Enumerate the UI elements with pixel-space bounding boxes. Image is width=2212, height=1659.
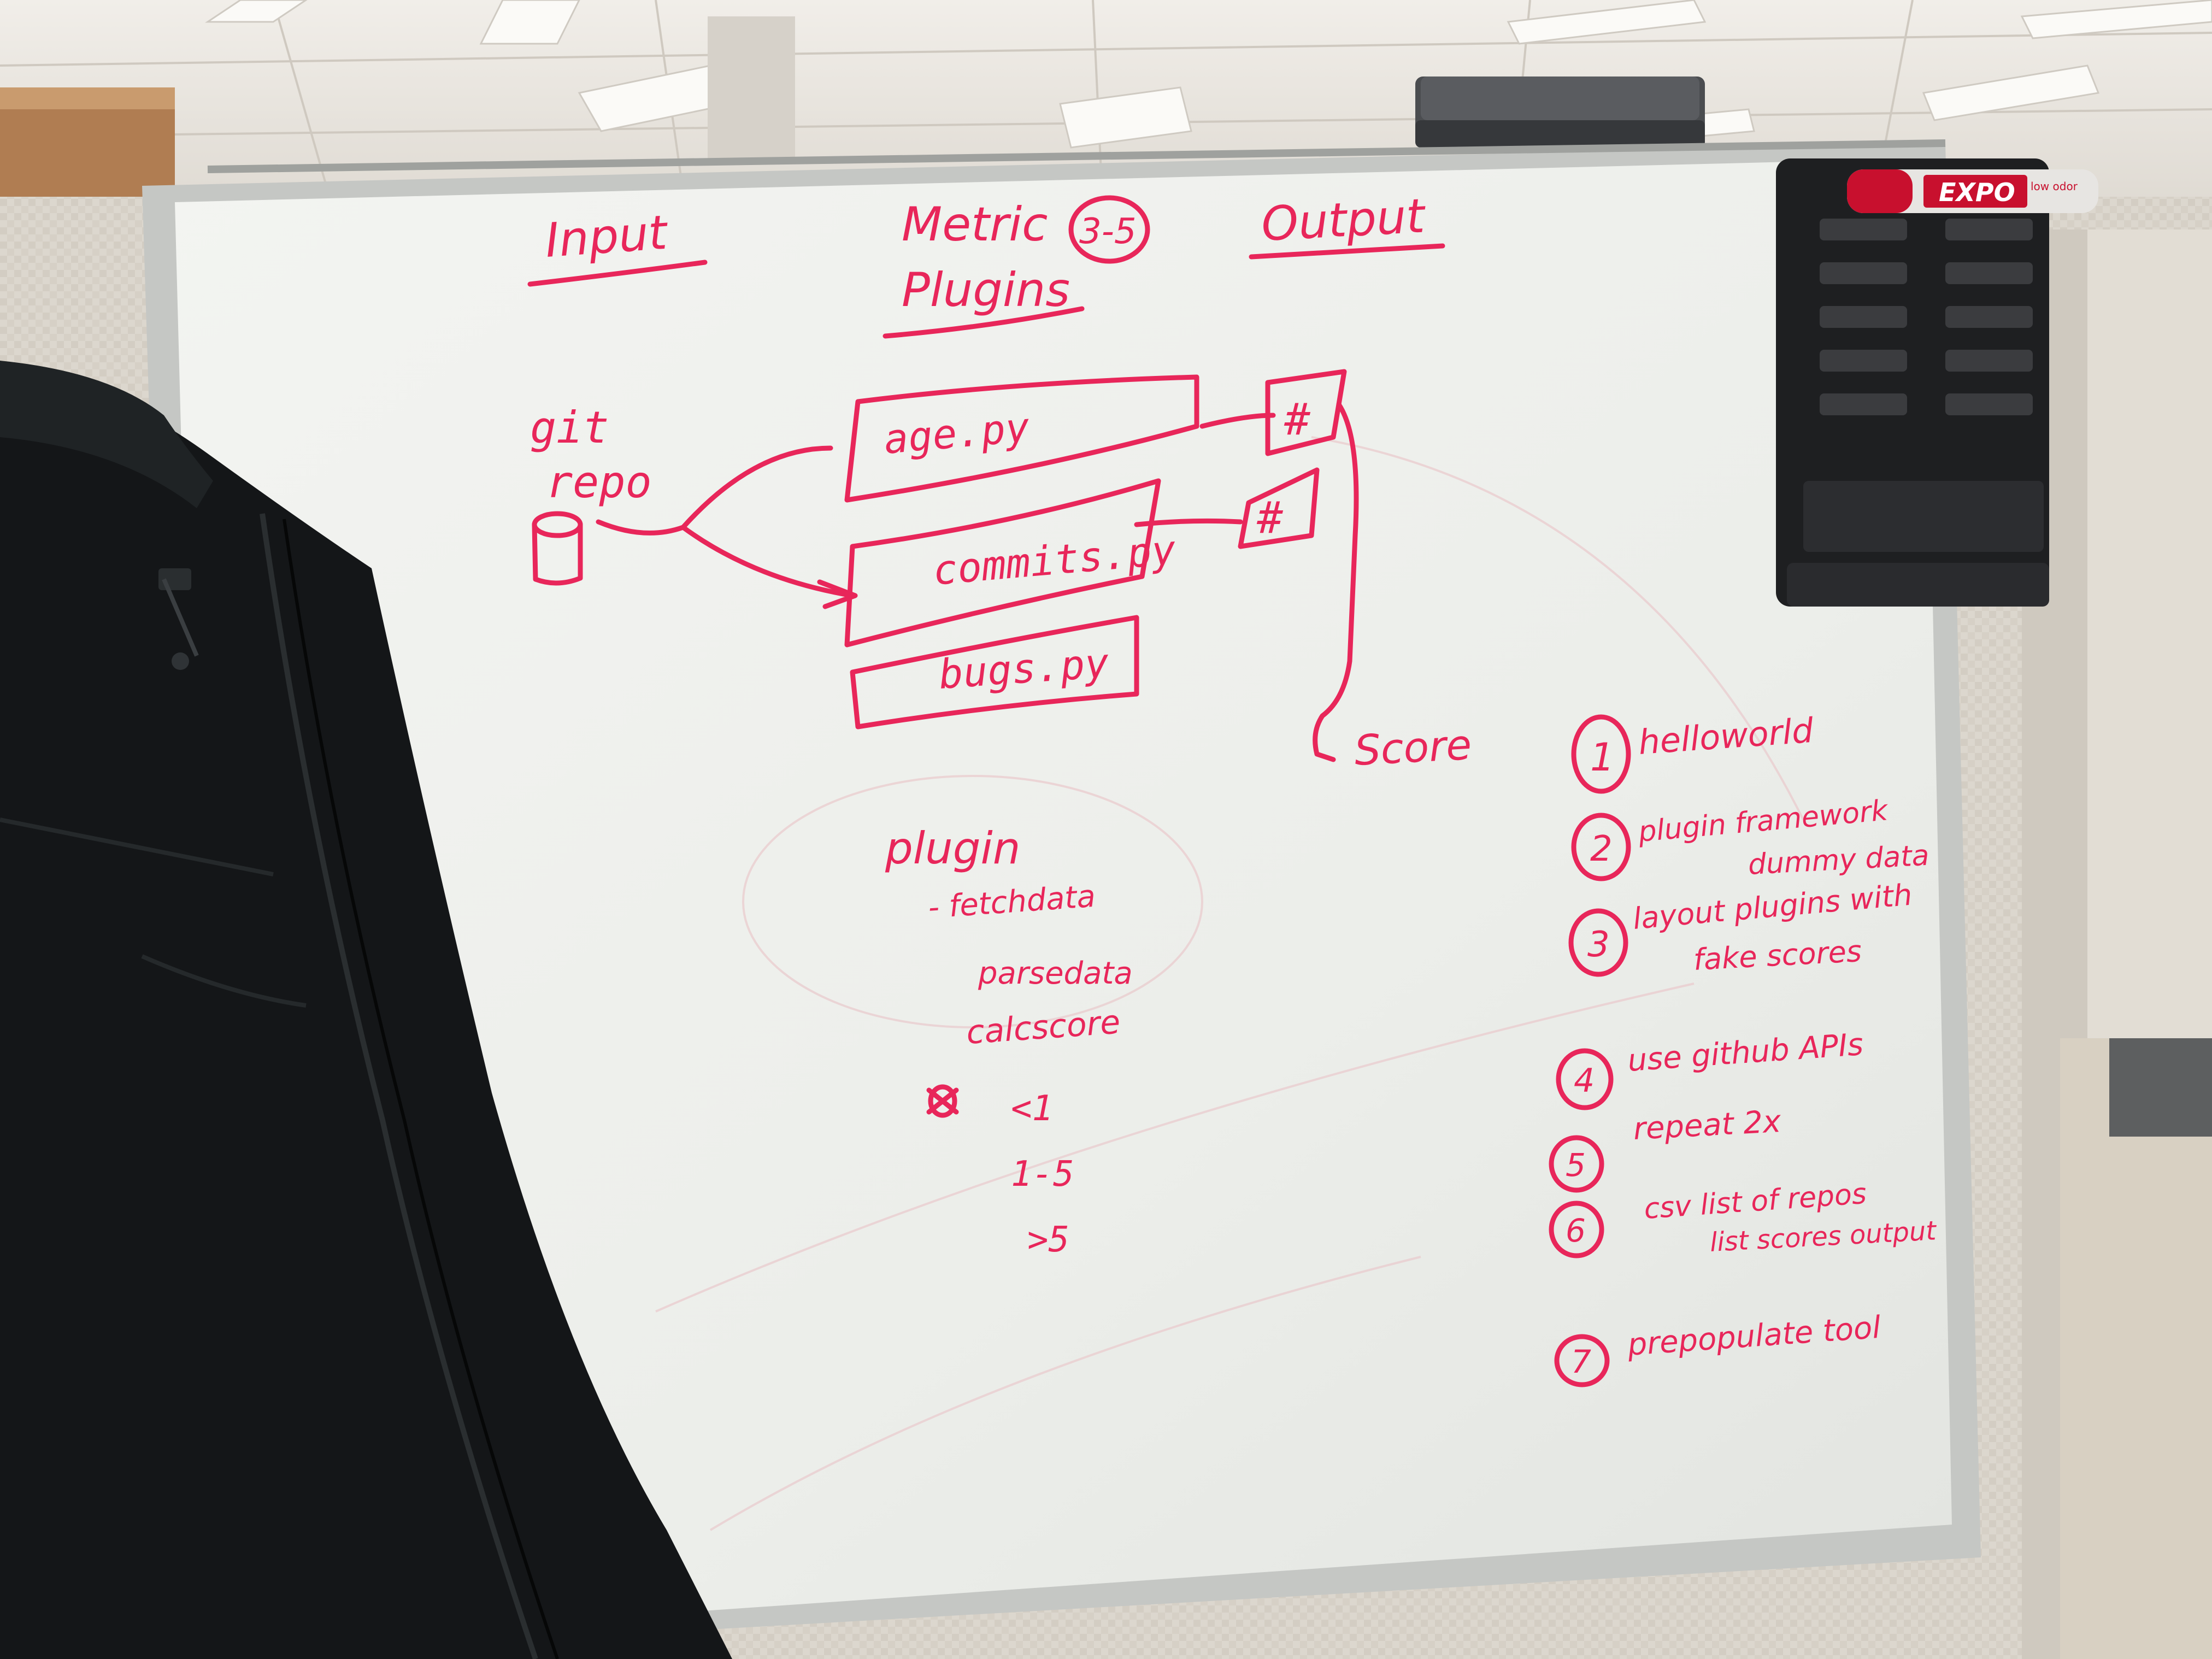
- step-2-num: 2: [1590, 829, 1613, 869]
- step-5-num: 5: [1566, 1146, 1586, 1184]
- step-3-num: 3: [1587, 925, 1610, 965]
- repo-arrows: [596, 445, 858, 609]
- marker-brand: EXPO: [1939, 178, 2015, 207]
- step-5-text: repeat 2x: [1632, 1104, 1782, 1147]
- step-5: 5 repeat 2x: [1549, 1104, 1782, 1193]
- step-1-num: 1: [1590, 735, 1615, 780]
- git-repo-line2: repo: [546, 457, 652, 508]
- header-input-text: Input: [543, 205, 670, 268]
- output-hash-2: #: [1256, 492, 1284, 543]
- header-metric-line2: Plugins: [902, 263, 1070, 317]
- header-output-text: Output: [1260, 189, 1428, 252]
- marker-tray: [1776, 158, 2049, 607]
- step-1: 1 helloworld: [1571, 710, 1815, 794]
- step-6-num: 6: [1566, 1212, 1586, 1249]
- header-metric-badge: 3-5: [1079, 211, 1137, 252]
- score-label: Score: [1353, 720, 1473, 775]
- star-mark: [926, 1084, 959, 1118]
- header-metric-line1: Metric: [902, 197, 1048, 252]
- header-metric-plugins: Metric Plugins 3-5: [883, 195, 1150, 339]
- ceiling-lights: [205, 0, 2212, 149]
- plugin-api-range-1: <1: [1011, 1089, 1053, 1129]
- output-box-2: #: [1238, 467, 1320, 549]
- expo-marker: EXPO low odor: [1847, 169, 2098, 213]
- step-4-num: 4: [1574, 1062, 1595, 1100]
- plugin-box-bugs: bugs.py: [850, 615, 1139, 730]
- header-output: Output: [1249, 189, 1445, 260]
- jacket: [0, 361, 732, 1659]
- git-repo: git repo: [530, 402, 652, 586]
- plugin-api-range-2: 1-5: [1011, 1154, 1074, 1195]
- marker-label: low odor: [2031, 180, 2078, 193]
- eraser: [1415, 77, 1705, 148]
- ceiling-column: [708, 16, 795, 158]
- step-7-num: 7: [1571, 1343, 1591, 1380]
- plugin-api-title: plugin: [885, 823, 1020, 874]
- metric-badge-circle: [1068, 195, 1150, 264]
- plugin-api-method-2: parsedata: [978, 956, 1133, 991]
- output-box-1: #: [1265, 369, 1347, 456]
- git-repo-line1: git: [530, 402, 609, 453]
- output-hash-1: #: [1284, 394, 1311, 445]
- score-bracket: Score: [1313, 402, 1473, 775]
- plugin-api-range-3: >5: [1027, 1220, 1069, 1260]
- database-icon: [532, 511, 583, 586]
- header-input: Input: [527, 205, 708, 287]
